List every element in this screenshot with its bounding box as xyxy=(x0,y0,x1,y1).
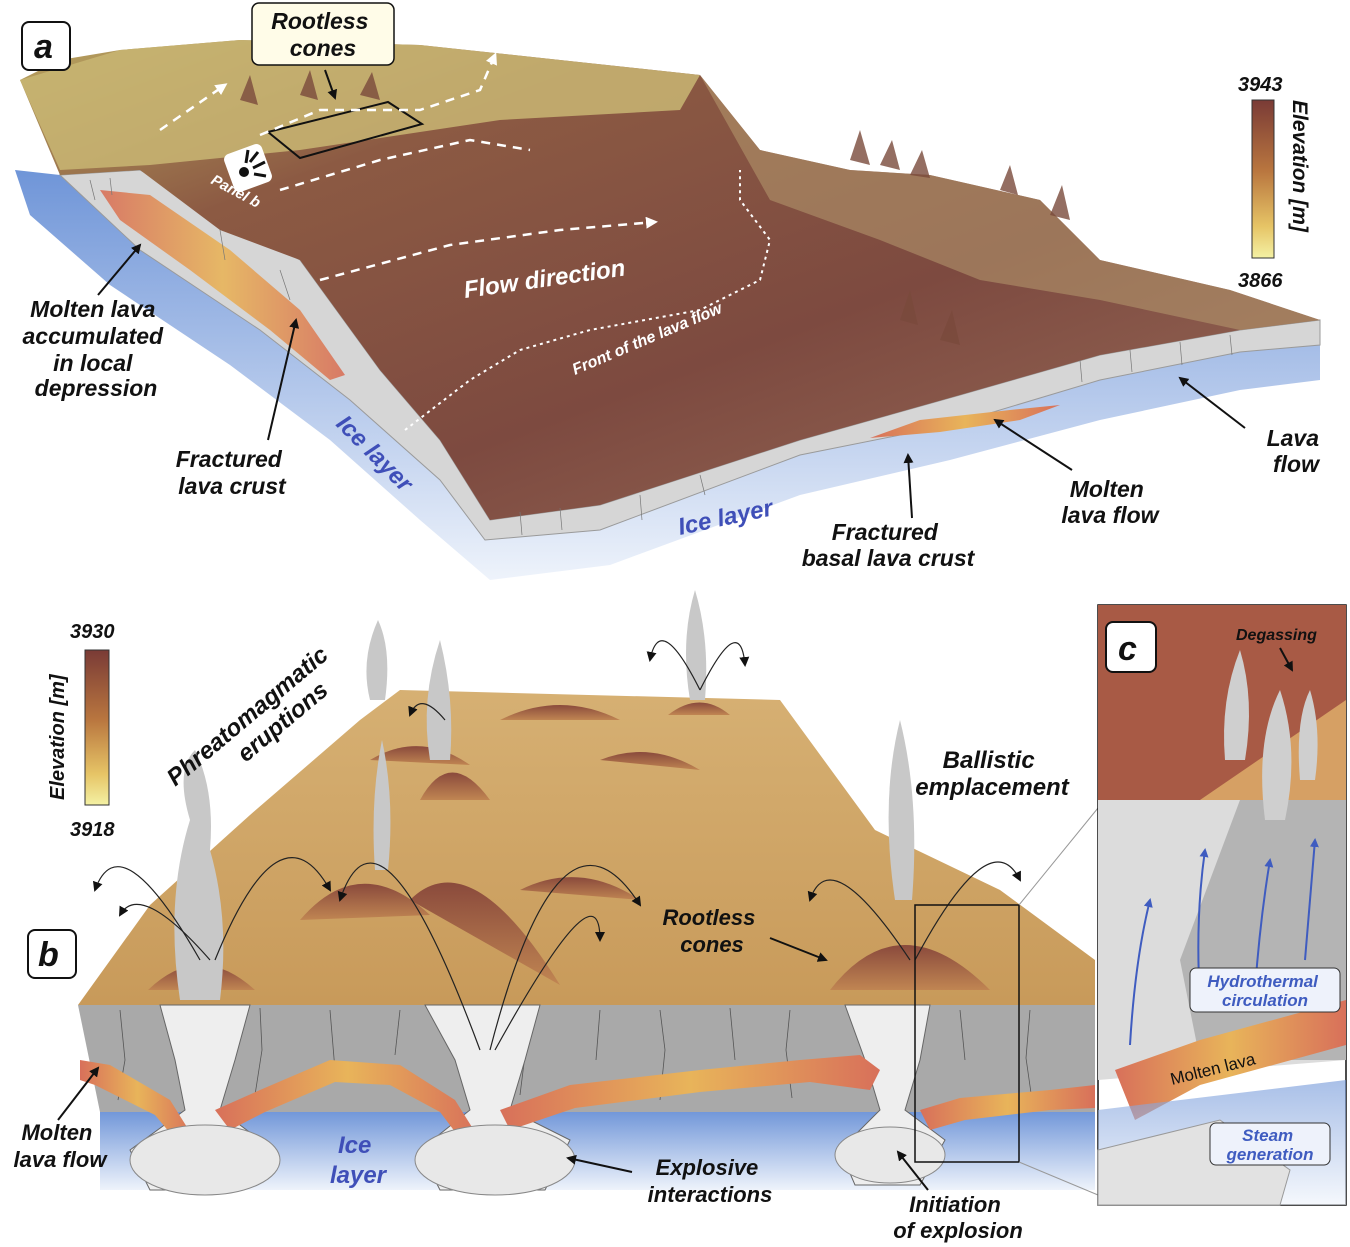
lava-flow-line2: flow xyxy=(1273,451,1321,477)
svg-text:Ballistic emplacement: Ballistic emplacement xyxy=(915,747,1069,801)
panel-b-zoom-frame xyxy=(914,904,1020,1163)
molten-b-line1: Molten xyxy=(21,1120,92,1145)
panel-a-molten-pocket xyxy=(100,190,345,380)
svg-text:Steam generation: Steam generation xyxy=(1226,1126,1314,1164)
colorbar-b-title: Elevation [m] xyxy=(47,673,69,800)
fractured-crust-line1: Fractured xyxy=(176,446,283,472)
rootless-b-line1: Rootless xyxy=(662,905,755,930)
svg-text:Rootless cones: Rootless cones xyxy=(662,905,761,957)
svg-text:Hydrothermal circulation: Hydrothermal circulation xyxy=(1207,972,1322,1010)
svg-text:Lava flow: Lava flow xyxy=(1267,425,1326,477)
colorbar-b-max: 3930 xyxy=(70,621,115,643)
molten-accumulated-line3: in local xyxy=(53,350,133,376)
panel-a-letter: a xyxy=(34,28,53,66)
molten-accumulated-line1: Molten lava xyxy=(30,296,155,322)
panel-b-ballistics xyxy=(92,640,1021,1051)
panel-b-molten-lava xyxy=(80,1055,1095,1145)
fractured-basal-line2: basal lava crust xyxy=(802,545,976,571)
colorbar-b-min: 3918 xyxy=(70,819,115,841)
colorbar-a-max: 3943 xyxy=(1238,74,1283,96)
svg-text:Fractured lava crust: Fractured lava crust xyxy=(176,446,288,499)
colorbar-a-title: Elevation [m] xyxy=(1288,100,1311,233)
fractured-crust-line2: lava crust xyxy=(178,473,287,499)
svg-text:Initiation of explosion: Initiation of explosion xyxy=(893,1192,1023,1243)
svg-text:Rootless cones: Rootless cones xyxy=(271,8,375,61)
panel-a-rootless-frame xyxy=(265,100,425,160)
ballistic-line1: Ballistic xyxy=(943,747,1035,774)
panel-b: b 3930 3918 Elevation [m] Phreatomagmati… xyxy=(14,590,1099,1243)
svg-text:Molten lava accumulated: Molten lava accumulated in local depress… xyxy=(23,296,170,401)
ballistic-line2: emplacement xyxy=(915,774,1069,801)
steam-line1: Steam xyxy=(1242,1126,1293,1145)
molten-b-line2: lava flow xyxy=(14,1147,109,1172)
svg-text:Fractured basal lava cru: Fractured basal lava crust xyxy=(802,519,976,571)
degassing-label: Degassing xyxy=(1236,627,1317,644)
ice-b-line1: Ice xyxy=(338,1132,371,1159)
colorbar-a-min: 3866 xyxy=(1238,270,1283,292)
molten-accumulated-line2: accumulated xyxy=(23,323,165,349)
panel-c-degassing-plumes xyxy=(1224,650,1318,820)
explosive-line2: interactions xyxy=(648,1182,773,1207)
panel-a: a Rootless cones Panel b Flow direction … xyxy=(15,2,1326,580)
panel-a-ridges xyxy=(240,70,1070,345)
panel-a-ice-layer xyxy=(15,170,1320,580)
ice-b-line2: layer xyxy=(330,1162,388,1189)
panel-a-rootless-line2: cones xyxy=(290,35,356,61)
panel-a-cracks xyxy=(89,177,1233,536)
molten-flow-a-line1: Molten xyxy=(1070,476,1144,502)
colorbar-a xyxy=(1251,99,1275,259)
camera-view-icon xyxy=(224,144,272,192)
panel-a-terrain xyxy=(20,40,1320,520)
rootless-b-line2: cones xyxy=(680,932,744,957)
initiation-line2: of explosion xyxy=(893,1218,1023,1243)
hydrothermal-line1: Hydrothermal xyxy=(1207,972,1319,991)
svg-text:Explosive interactions: Explosive interactions xyxy=(648,1155,773,1207)
panel-b-terrain xyxy=(78,690,1095,1005)
steam-line2: generation xyxy=(1226,1145,1314,1164)
svg-text:Molten lava flow: Molten lava flow xyxy=(1061,476,1160,528)
explosive-line1: Explosive xyxy=(656,1155,759,1180)
colorbar-b xyxy=(84,649,110,806)
panel-a-molten-flow-pocket xyxy=(870,405,1060,438)
panel-c: c Degassing Hydrothermal circulation Mol… xyxy=(1097,604,1347,1206)
panel-c-letter: c xyxy=(1118,630,1137,668)
molten-flow-a-line2: lava flow xyxy=(1061,502,1160,528)
molten-accumulated-line4: depression xyxy=(35,375,158,401)
svg-text:Ice layer: Ice layer xyxy=(330,1132,388,1189)
panel-c-molten xyxy=(1115,1000,1346,1120)
lava-flow-line1: Lava xyxy=(1267,425,1320,451)
svg-text:Molten lava flow: Molten lava flow xyxy=(14,1120,109,1172)
hydrothermal-line2: circulation xyxy=(1222,991,1308,1010)
panel-a-rootless-line1: Rootless xyxy=(271,8,368,34)
panel-b-letter: b xyxy=(38,936,59,974)
panel-b-explosion-pools xyxy=(129,1124,946,1196)
initiation-line1: Initiation xyxy=(909,1192,1001,1217)
panel-b-cones xyxy=(148,702,990,990)
fractured-basal-line1: Fractured xyxy=(832,519,939,545)
